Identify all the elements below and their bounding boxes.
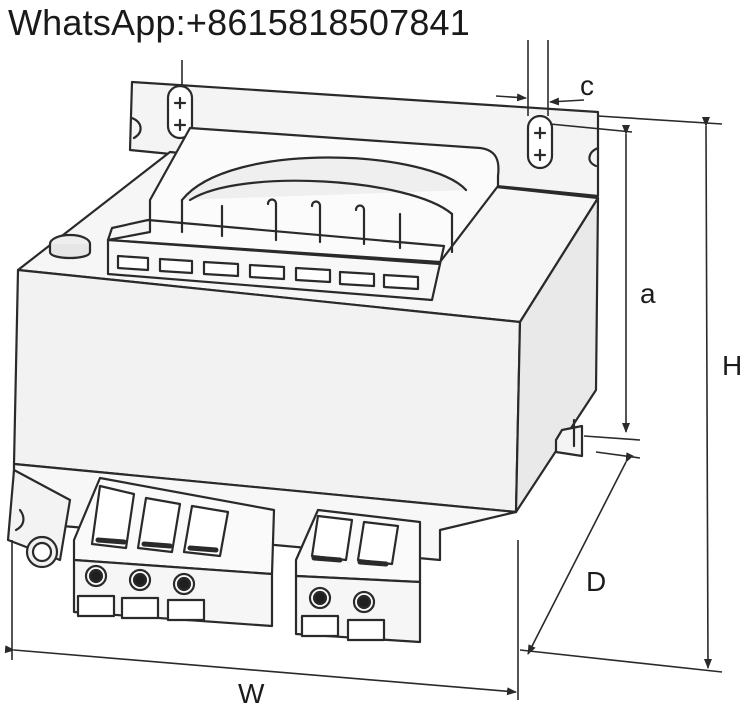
mounting-slot-icon <box>526 114 554 170</box>
terminal-block-right <box>294 508 422 644</box>
slot-width-label: c <box>580 70 594 101</box>
depth-label: D <box>586 566 607 597</box>
width-label: W <box>238 678 265 709</box>
terminal-screw-icon <box>84 564 196 596</box>
terminal-screw-icon <box>308 586 376 614</box>
terminal-block-left <box>72 476 276 628</box>
mounting-slot-icon <box>166 84 194 140</box>
mount-spacing-label: a <box>640 278 656 309</box>
contact-watermark: WhatsApp:+8615818507841 <box>8 2 470 43</box>
screw-icon <box>25 535 59 569</box>
top-terminal-slots <box>116 254 420 291</box>
core-side-face <box>514 196 600 514</box>
dimension-lines <box>4 40 723 700</box>
screw-icon <box>48 233 92 260</box>
height-label: H <box>722 350 743 381</box>
